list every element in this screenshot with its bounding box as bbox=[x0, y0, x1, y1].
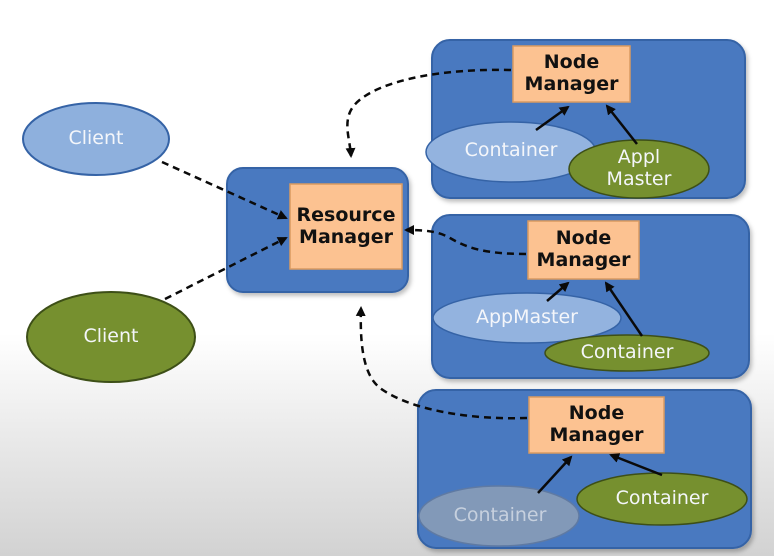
node-manager-box-2 bbox=[527, 220, 640, 280]
app-master-ellipse-node1 bbox=[568, 139, 710, 199]
arrow-client2-to-rm bbox=[164, 236, 288, 301]
client-ellipse-blue bbox=[22, 102, 170, 176]
arrow-nm2-to-rm bbox=[404, 225, 527, 256]
arrow-container-to-nm1 bbox=[535, 105, 570, 132]
container-ellipse-node3 bbox=[576, 472, 748, 526]
container-ellipse-node2 bbox=[544, 334, 710, 372]
client-ellipse-green bbox=[26, 291, 196, 383]
app-master-ellipse-node2 bbox=[432, 292, 622, 344]
arrow-nm1-to-rm bbox=[345, 68, 512, 158]
arrow-container-to-nm3 bbox=[609, 453, 663, 477]
node-manager-box-3 bbox=[528, 396, 665, 454]
arrow-appmaster-to-nm2 bbox=[546, 281, 570, 302]
arrow-appmaster-to-nm1 bbox=[605, 104, 638, 145]
arrow-container-faded-to-nm3 bbox=[537, 455, 573, 494]
container-faded-ellipse-node3 bbox=[418, 485, 580, 547]
arrow-container-to-nm2 bbox=[604, 281, 644, 337]
arrow-client1-to-rm bbox=[161, 160, 288, 220]
node-manager-box-1 bbox=[512, 45, 631, 103]
resource-manager-box bbox=[289, 183, 403, 270]
arrow-nm3-to-rm bbox=[355, 306, 528, 420]
